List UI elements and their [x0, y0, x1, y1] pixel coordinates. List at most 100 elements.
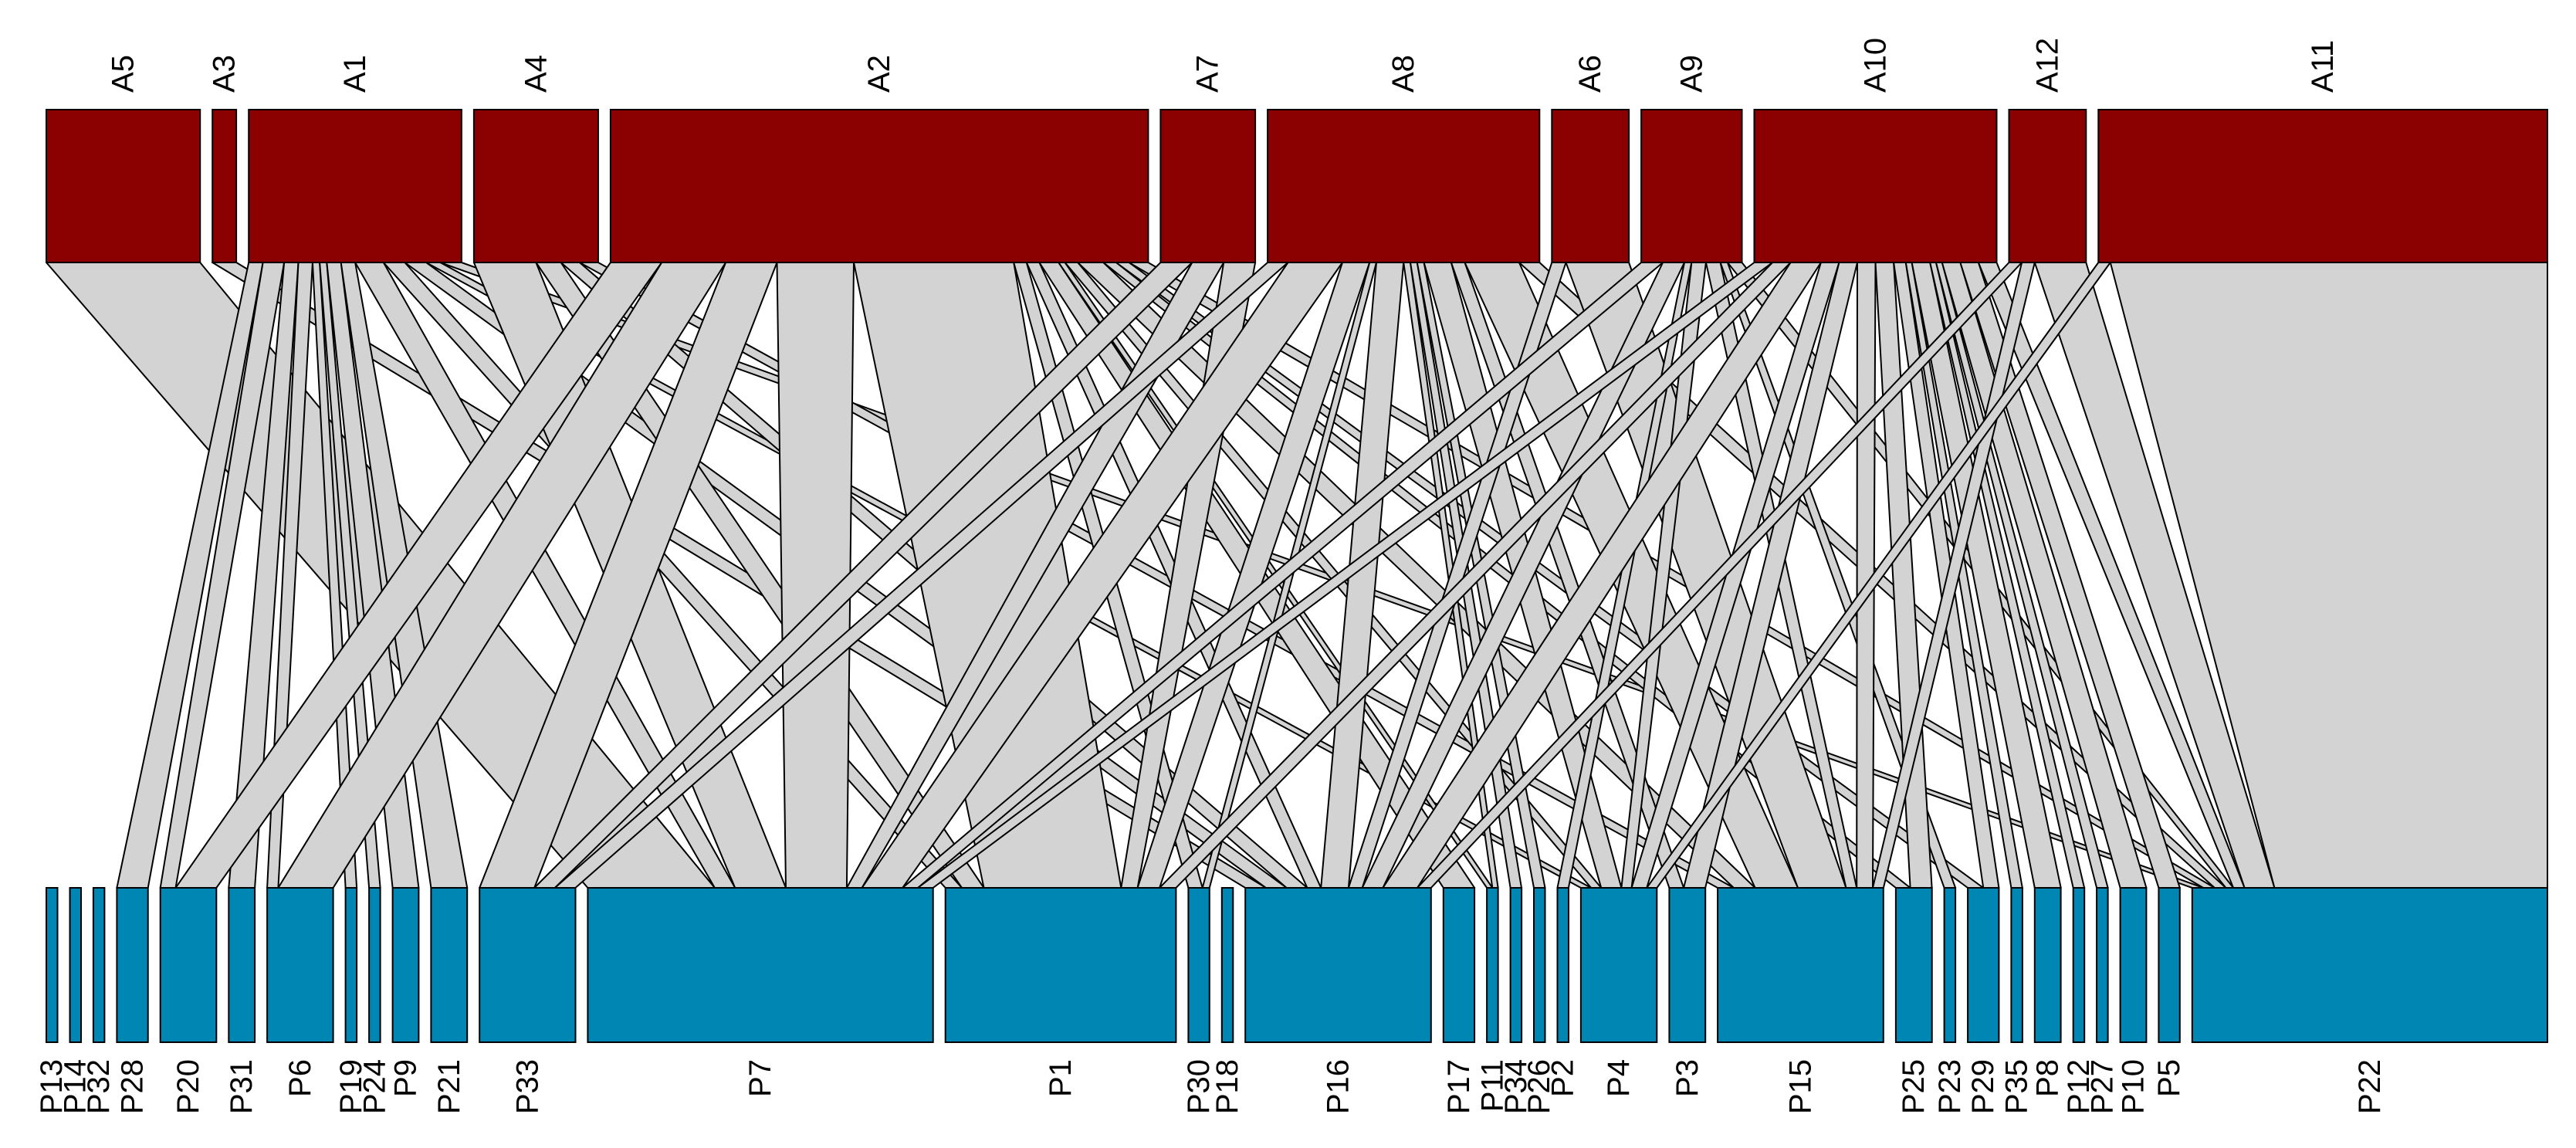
lower-label-P25: P25 [1897, 1059, 1931, 1114]
lower-node-P2 [1556, 887, 1569, 1043]
lower-node-P6 [266, 887, 334, 1043]
higher-label-A2: A2 [862, 55, 896, 93]
lower-label-P7: P7 [743, 1059, 777, 1097]
lower-node-P21 [430, 887, 469, 1043]
lower-label-P8: P8 [2031, 1059, 2065, 1097]
higher-label-A7: A7 [1191, 55, 1225, 93]
higher-node-A6 [1551, 109, 1630, 263]
lower-label-P14: P14 [59, 1059, 93, 1114]
lower-label-P20: P20 [171, 1059, 205, 1114]
lower-node-P22 [2191, 887, 2549, 1043]
higher-label-A9: A9 [1674, 55, 1708, 93]
lower-node-P18 [1220, 887, 1234, 1043]
lower-node-P19 [344, 887, 358, 1043]
lower-node-P23 [1943, 887, 1957, 1043]
higher-node-A8 [1267, 109, 1541, 263]
lower-node-P14 [69, 887, 82, 1043]
lower-node-P5 [2158, 887, 2181, 1043]
lower-label-P21: P21 [432, 1059, 466, 1114]
lower-node-P33 [479, 887, 577, 1043]
lower-label-P23: P23 [1933, 1059, 1967, 1114]
lower-node-P10 [2119, 887, 2148, 1043]
lower-label-P3: P3 [1671, 1059, 1704, 1097]
higher-node-A5 [46, 109, 201, 263]
lower-node-P27 [2096, 887, 2109, 1043]
higher-node-A4 [472, 109, 599, 263]
lower-label-P24: P24 [357, 1059, 391, 1114]
higher-node-A11 [2097, 109, 2549, 263]
higher-label-A8: A8 [1386, 55, 1420, 93]
lower-label-P17: P17 [1442, 1059, 1476, 1114]
lower-label-P32: P32 [82, 1059, 116, 1114]
lower-label-P18: P18 [1210, 1059, 1244, 1114]
lower-label-P28: P28 [116, 1059, 150, 1114]
lower-node-P16 [1244, 887, 1432, 1043]
lower-label-P34: P34 [1499, 1059, 1533, 1114]
higher-node-A12 [2008, 109, 2087, 263]
lower-label-P30: P30 [1182, 1059, 1216, 1114]
higher-label-A10: A10 [1859, 38, 1893, 93]
higher-node-A7 [1159, 109, 1257, 263]
higher-node-A2 [609, 109, 1149, 263]
links-layer [46, 262, 2548, 889]
lower-label-P11: P11 [1475, 1059, 1509, 1112]
lower-node-P24 [368, 887, 381, 1043]
lower-label-P10: P10 [2117, 1059, 2151, 1114]
higher-node-A10 [1753, 109, 1998, 263]
lower-node-P17 [1442, 887, 1476, 1043]
lower-label-P1: P1 [1044, 1059, 1078, 1097]
lower-node-P25 [1894, 887, 1933, 1043]
lower-node-P28 [116, 887, 149, 1043]
lower-label-P9: P9 [389, 1059, 423, 1097]
lower-node-P29 [1967, 887, 2000, 1043]
higher-node-A9 [1640, 109, 1743, 263]
link-A2-P7 [776, 262, 855, 889]
lower-label-P35: P35 [2000, 1059, 2034, 1114]
lower-node-P4 [1579, 887, 1658, 1043]
lower-node-P13 [46, 887, 59, 1043]
lower-label-P27: P27 [2085, 1059, 2119, 1114]
lower-label-P5: P5 [2152, 1059, 2186, 1097]
lower-node-P12 [2072, 887, 2086, 1043]
lower-label-P2: P2 [1546, 1059, 1580, 1097]
lower-node-P30 [1187, 887, 1210, 1043]
lower-label-P12: P12 [2062, 1059, 2096, 1114]
lower-label-P16: P16 [1322, 1059, 1356, 1114]
higher-node-A1 [248, 109, 462, 263]
lower-label-P31: P31 [225, 1059, 259, 1114]
lower-label-P13: P13 [35, 1059, 69, 1114]
lower-node-P3 [1668, 887, 1707, 1043]
lower-label-P22: P22 [2353, 1059, 2387, 1114]
lower-node-P20 [159, 887, 218, 1043]
higher-label-A6: A6 [1573, 55, 1607, 93]
lower-node-P7 [587, 887, 934, 1043]
lower-node-P26 [1533, 887, 1546, 1043]
higher-level-nodes [46, 109, 2549, 263]
lower-node-P8 [2033, 887, 2062, 1043]
lower-label-P29: P29 [1966, 1059, 2000, 1114]
lower-label-P6: P6 [283, 1059, 317, 1097]
higher-label-A12: A12 [2030, 38, 2064, 93]
lower-node-P11 [1486, 887, 1499, 1043]
lower-node-P35 [2010, 887, 2023, 1043]
lower-node-P1 [944, 887, 1177, 1043]
lower-label-P19: P19 [334, 1059, 368, 1114]
lower-label-P15: P15 [1784, 1059, 1818, 1114]
lower-node-P9 [391, 887, 420, 1043]
lower-node-P31 [228, 887, 256, 1043]
higher-label-A5: A5 [107, 55, 140, 93]
lower-level-nodes [46, 887, 2549, 1043]
higher-label-A1: A1 [338, 55, 372, 93]
lower-label-P26: P26 [1522, 1059, 1556, 1114]
higher-label-A11: A11 [2306, 40, 2340, 93]
lower-node-P34 [1509, 887, 1523, 1043]
lower-node-P32 [92, 887, 106, 1043]
lower-node-P15 [1717, 887, 1884, 1043]
lower-label-P4: P4 [1602, 1059, 1636, 1097]
higher-node-A3 [212, 109, 238, 263]
higher-label-A3: A3 [208, 55, 242, 93]
lower-label-P33: P33 [510, 1059, 544, 1114]
higher-label-A4: A4 [519, 55, 553, 93]
